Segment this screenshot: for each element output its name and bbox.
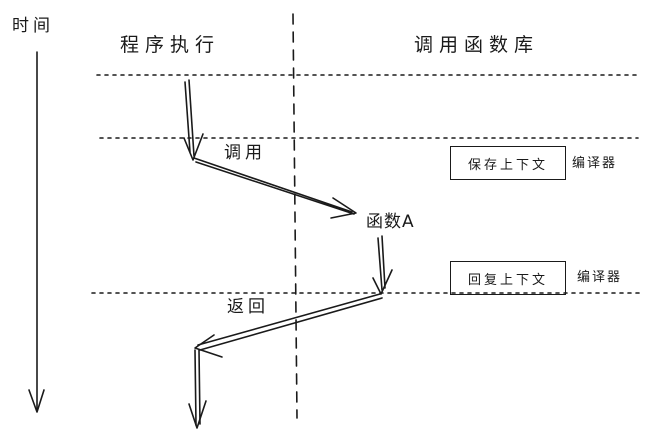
continue-arrow-shaft [194,349,201,426]
return-arrow-line [197,293,383,351]
time-axis-arrowhead [28,389,45,413]
program-execution-label: 程序执行 [120,34,221,56]
compiler-label-bottom: 编译器 [577,270,623,285]
compiler-label-top: 编译器 [572,156,618,171]
divider-dashed-line [292,13,298,419]
restore-context-box: 回复上下文 [450,261,566,295]
continue-arrowhead [188,400,207,429]
save-context-box: 保存上下文 [450,146,566,180]
return-label: 返回 [227,297,269,317]
call-arrow-line [193,157,355,215]
call-library-label: 调用函数库 [414,34,540,56]
time-axis-label: 时间 [12,16,54,36]
function-arrow-shaft [377,235,386,291]
function-arrowhead [372,269,393,295]
exec-arrow-shaft [184,79,195,157]
call-label: 调用 [224,143,266,163]
return-arrowhead [194,334,223,358]
call-arrowhead [330,197,357,219]
exec-arrowhead [183,133,204,161]
function-a-label: 函数A [366,212,415,232]
